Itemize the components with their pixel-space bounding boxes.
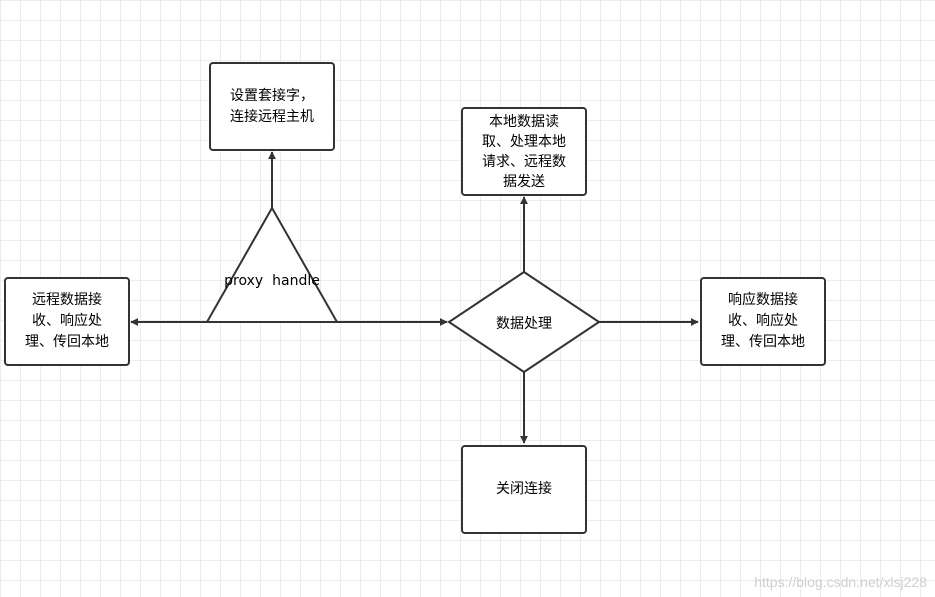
response-recv-box[interactable]: 响应数据接 收、响应处 理、传回本地 <box>700 277 826 366</box>
close-connection-box[interactable]: 关闭连接 <box>461 445 587 534</box>
set-socket-box[interactable]: 设置套接字， 连接远程主机 <box>209 62 335 151</box>
proxy-handle-triangle[interactable] <box>205 205 339 323</box>
proxy-handle-label: proxy handle <box>224 273 320 289</box>
watermark: https://blog.csdn.net/xlsj228 <box>754 574 927 590</box>
data-process-label: 数据处理 <box>496 316 552 332</box>
remote-recv-box[interactable]: 远程数据接 收、响应处 理、传回本地 <box>4 277 130 366</box>
local-data-box[interactable]: 本地数据读 取、处理本地 请求、远程数 据发送 <box>461 107 587 196</box>
